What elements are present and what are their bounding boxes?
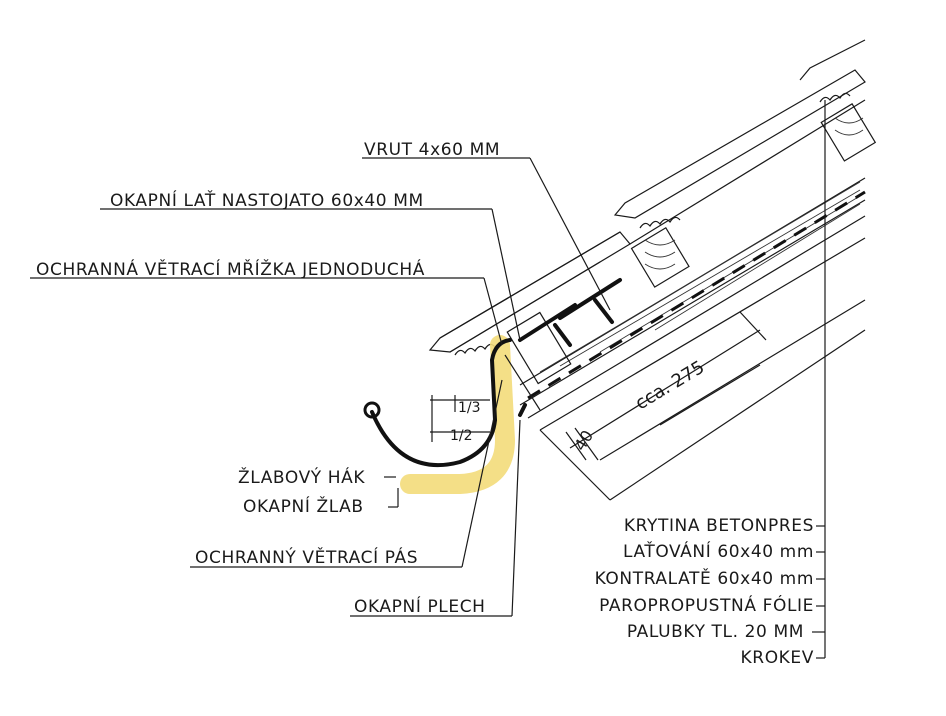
dim-half: 1/2 <box>450 428 473 444</box>
dim-length: cca. 275 <box>632 357 708 414</box>
label-vrut: VRUT 4x60 MM <box>364 140 500 160</box>
rafter <box>539 237 866 501</box>
label-okapni-zlab: OKAPNÍ ŽLAB <box>243 495 364 517</box>
dim-thickness: 40 <box>570 427 597 454</box>
membrane <box>527 190 866 400</box>
layer-label-3: PAROPROPUSTNÁ FÓLIE <box>599 594 814 616</box>
label-okapni-plech: OKAPNÍ PLECH <box>354 595 486 617</box>
layer-label-4: PALUBKY TL. 20 MM <box>627 622 804 642</box>
label-ochranny-pas: OCHRANNÝ VĚTRACÍ PÁS <box>195 546 418 568</box>
layer-label-0: KRYTINA BETONPRES <box>624 516 814 536</box>
label-okapni-lat: OKAPNÍ LAŤ NASTOJATO 60x40 MM <box>110 189 424 211</box>
label-ochranna-mrizka: OCHRANNÁ VĚTRACÍ MŘÍŽKA JEDNODUCHÁ <box>36 258 425 280</box>
layer-label-1: LAŤOVÁNÍ 60x40 mm <box>623 540 814 562</box>
boarding <box>519 199 866 419</box>
roof-tiles <box>428 39 866 356</box>
layer-labels: KRYTINA BETONPRES LAŤOVÁNÍ 60x40 mm KONT… <box>595 516 825 668</box>
battens <box>506 103 877 385</box>
layer-label-5: KROKEV <box>741 648 814 668</box>
left-labels: VRUT 4x60 MM OKAPNÍ LAŤ NASTOJATO 60x40 … <box>30 140 611 617</box>
label-zlabovy-hak: ŽLABOVÝ HÁK <box>238 466 365 488</box>
screw <box>518 278 622 347</box>
ventilation-strip-highlight <box>400 335 516 494</box>
dim-third: 1/3 <box>458 400 481 416</box>
layer-label-2: KONTRALATĚ 60x40 mm <box>595 567 814 589</box>
counter-battens <box>519 177 866 386</box>
roof-structure <box>428 39 877 658</box>
